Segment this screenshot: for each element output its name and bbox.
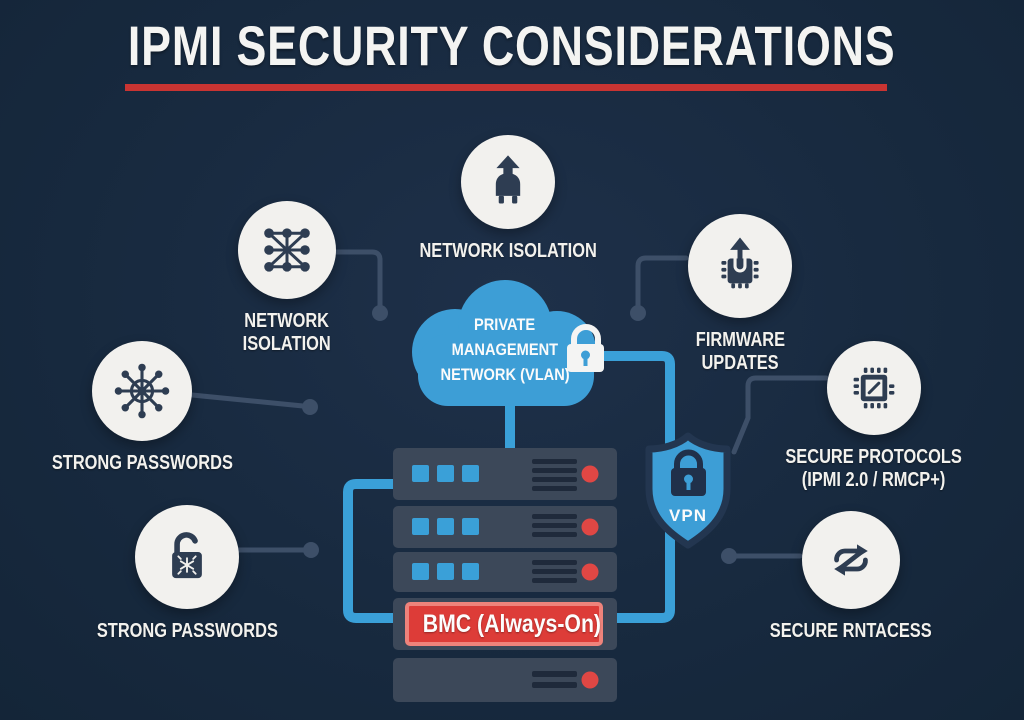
status-led — [581, 563, 599, 581]
node-label: SECURE PROTOCOLS (IPMI 2.0 / RMCP+) — [785, 446, 963, 491]
spoke-wheel-icon — [92, 341, 192, 441]
shuffle-arrows-icon — [802, 511, 900, 609]
chip-update-icon — [688, 214, 792, 318]
connector-lines — [189, 249, 829, 559]
cloud-label: PRIVATE MANAGEMENT NETWORK (VLAN) — [440, 315, 570, 384]
node-label: FIRMWARE UPDATES — [695, 329, 785, 374]
server-rack — [393, 448, 617, 702]
node-strong-passwords-lower: STRONG PASSWORDS — [77, 505, 297, 643]
shield-padlock-icon — [671, 449, 706, 496]
mesh-network-icon — [238, 201, 336, 299]
node-label: SECURE RNTACESS — [770, 620, 932, 642]
status-led — [581, 518, 599, 536]
node-secure-access: SECURE RNTACESS — [741, 511, 961, 643]
server-unit — [393, 506, 617, 548]
connector-network-isolation-left — [333, 249, 383, 309]
node-secure-protocols: SECURE PROTOCOLS (IPMI 2.0 / RMCP+) — [754, 341, 994, 492]
node-network-isolation-top: NETWORK ISOLATION — [398, 135, 618, 263]
open-padlock-icon — [135, 505, 239, 609]
cloud-padlock-icon — [567, 324, 604, 372]
status-led — [581, 671, 599, 689]
chip-slash-icon — [827, 341, 921, 435]
connector-firmware-updates — [635, 255, 689, 309]
node-network-isolation-left: NETWORK ISOLATION — [177, 201, 397, 356]
page-title: IPMI SECURITY CONSIDERATIONS — [128, 14, 896, 77]
bmc-label: BMC (Always-On) — [422, 610, 602, 638]
connector-strong-passwords-upper — [189, 392, 306, 409]
node-strong-passwords-upper: STRONG PASSWORDS — [32, 341, 252, 475]
vpn-label: VPN — [669, 506, 707, 525]
server-unit — [393, 448, 617, 500]
server-unit — [393, 552, 617, 592]
node-firmware-updates: FIRMWARE UPDATES — [630, 214, 850, 375]
node-label: STRONG PASSWORDS — [51, 452, 233, 474]
server-unit-bmc — [393, 598, 617, 650]
node-label: NETWORK ISOLATION — [419, 240, 597, 262]
node-label: NETWORK ISOLATION — [242, 310, 332, 355]
title-underline — [125, 84, 887, 91]
server-unit — [393, 658, 617, 702]
vpn-shield — [645, 432, 731, 549]
connector-dots — [302, 305, 737, 564]
bmc-highlight-box — [405, 602, 603, 646]
link-left-loop — [343, 479, 403, 623]
plug-upload-icon — [461, 135, 555, 229]
node-label: STRONG PASSWORDS — [96, 620, 278, 642]
status-led — [581, 465, 599, 483]
connector-secure-protocols — [731, 375, 829, 455]
